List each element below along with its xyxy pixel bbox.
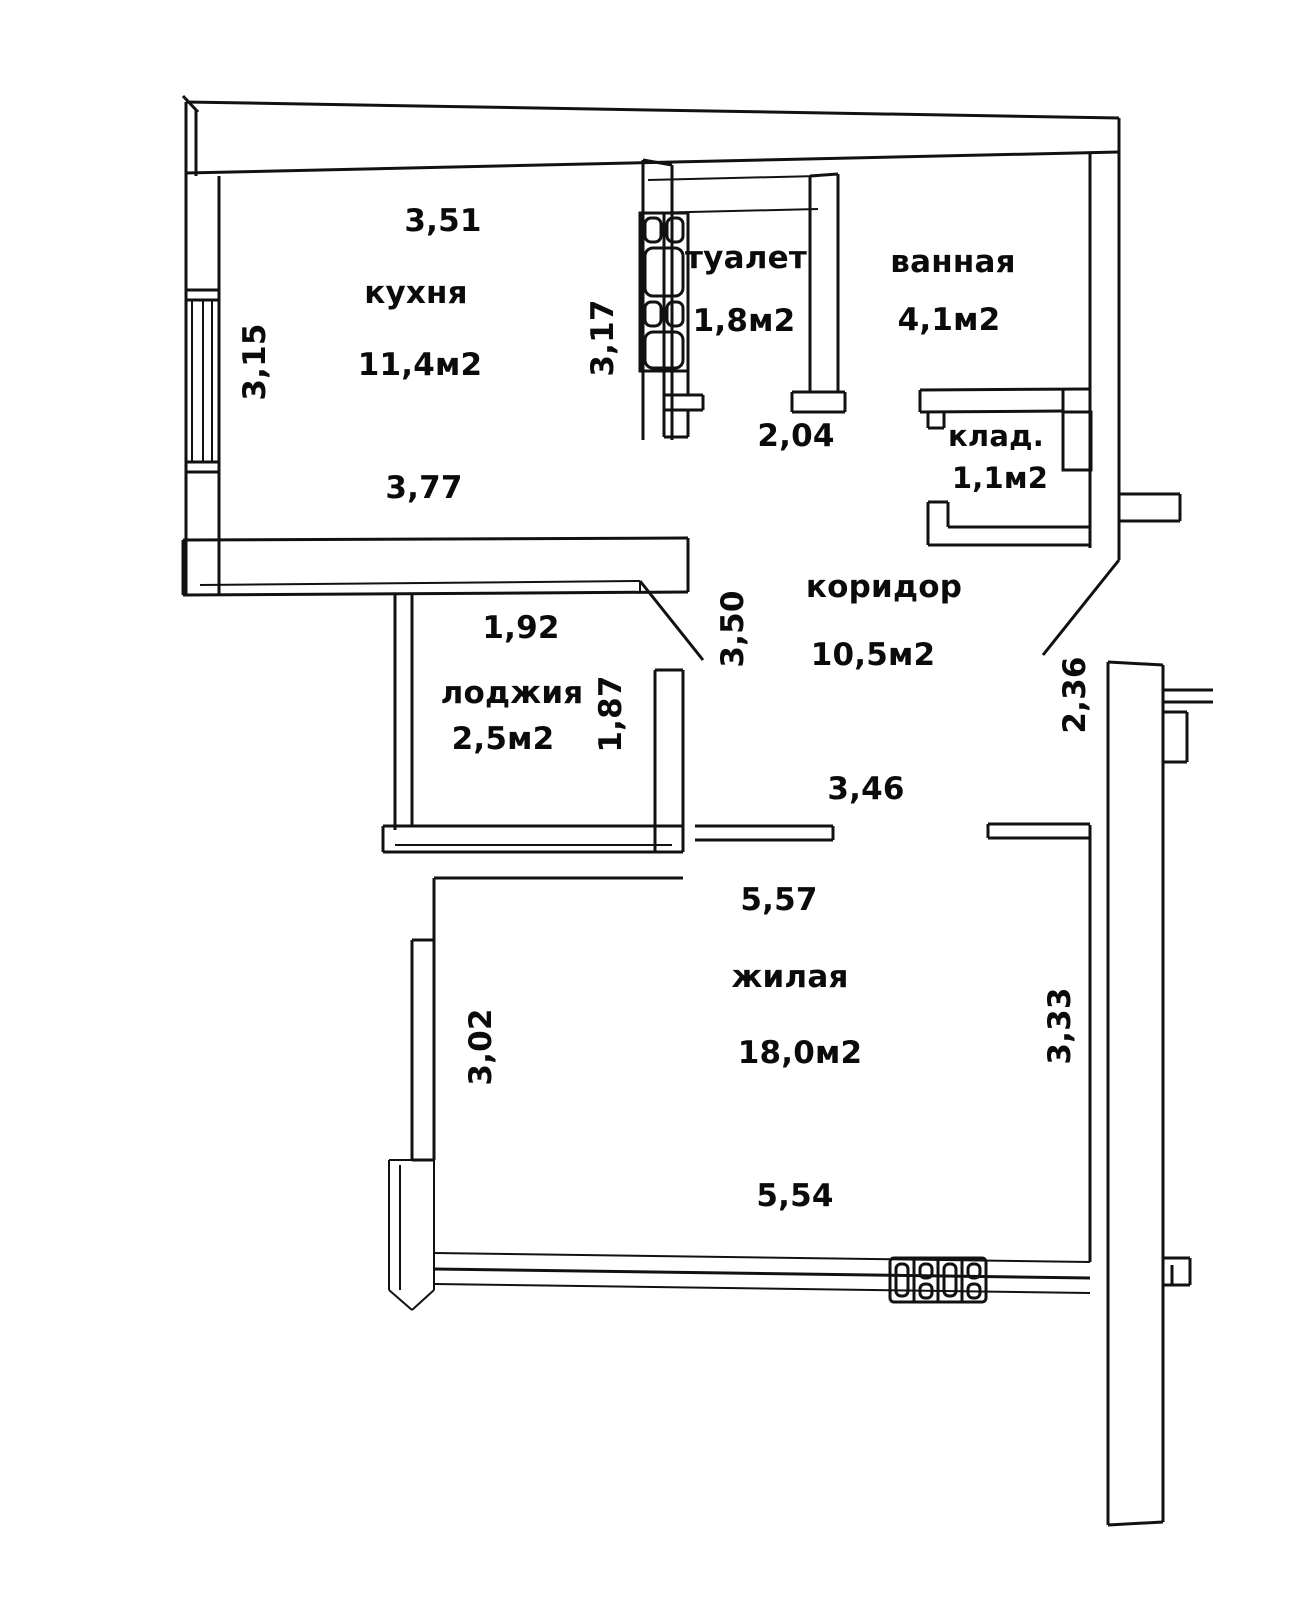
wall-entrance-diagonal xyxy=(1041,559,1121,656)
dimension-kitchen-right: 3,17 xyxy=(585,299,621,377)
wall-loggia-bottom xyxy=(381,824,683,854)
wall-living-top-right xyxy=(695,824,835,842)
dimension-living-top: 3,46 xyxy=(827,771,905,807)
room-label-corridor-name: коридор xyxy=(805,569,963,605)
wall-living-top-left-step xyxy=(432,876,683,940)
dimension-living-right: 3,33 xyxy=(1042,987,1078,1065)
room-label-kitchen-area: 11,4м2 xyxy=(357,347,483,383)
wall-kitchen-bottom xyxy=(181,536,690,597)
wall-top-left-stub xyxy=(181,94,200,176)
wall-living-right-stub xyxy=(986,822,1090,840)
dimension-kitchen-bottom: 3,77 xyxy=(385,470,463,506)
dimension-living-width: 5,57 xyxy=(740,882,818,918)
wall-storage-bottom xyxy=(926,500,1090,547)
wall-loggia-right xyxy=(653,668,685,852)
dimension-living-left: 3,02 xyxy=(463,1008,499,1086)
room-label-bath-area: 4,1м2 xyxy=(897,302,1001,338)
dimension-corridor-left: 3,50 xyxy=(715,590,751,668)
wall-bath-bottom xyxy=(918,387,1091,430)
room-label-toilet-name: туалет xyxy=(685,240,807,276)
wall-duct-tail xyxy=(662,371,705,439)
wall-loggia-left xyxy=(393,595,414,830)
dimension-kitchen-left: 3,15 xyxy=(237,323,273,401)
dimension-toilet-bottom: 2,04 xyxy=(757,418,835,454)
radiator-icon xyxy=(888,1256,988,1304)
wall-toilet-bath-divider xyxy=(790,172,847,414)
room-label-loggia-name: лоджия xyxy=(440,675,584,711)
room-label-loggia-area: 2,5м2 xyxy=(451,721,555,757)
wall-living-left-lower xyxy=(388,1159,435,1311)
wall-bath-right xyxy=(1088,118,1121,560)
room-label-storage-area: 1,1м2 xyxy=(951,461,1049,495)
leader-line-corridor-350 xyxy=(638,580,705,661)
room-label-living-name: жилая xyxy=(731,959,849,995)
wall-right-column-lower-jog xyxy=(1163,1256,1192,1287)
wall-right-entry-jog xyxy=(1119,492,1182,523)
dimension-loggia-right: 1,87 xyxy=(593,675,629,753)
dimension-kitchen-top: 3,51 xyxy=(404,203,482,239)
room-label-bath-name: ванная xyxy=(890,244,1016,280)
window-left-kitchen xyxy=(191,300,213,462)
wall-living-left xyxy=(410,938,436,1162)
dimension-entrance-right: 2,36 xyxy=(1057,656,1093,734)
wall-kitchen-right xyxy=(641,158,674,440)
wall-exterior-right-column xyxy=(1106,660,1165,1527)
ventilation-duct-icon xyxy=(638,211,690,373)
wall-storage-right xyxy=(1061,410,1093,472)
dimension-loggia-top: 1,92 xyxy=(482,610,560,646)
wall-living-bottom xyxy=(433,1252,1091,1294)
dimension-living-bottom: 5,54 xyxy=(756,1178,834,1214)
room-label-kitchen-name: кухня xyxy=(364,275,468,311)
room-label-living-area: 18,0м2 xyxy=(737,1035,863,1071)
room-label-corridor-area: 10,5м2 xyxy=(810,637,936,673)
room-label-storage-name: клад. xyxy=(948,419,1044,453)
wall-right-column-upper-jog xyxy=(1163,688,1213,764)
room-label-toilet-area: 1,8м2 xyxy=(692,303,796,339)
